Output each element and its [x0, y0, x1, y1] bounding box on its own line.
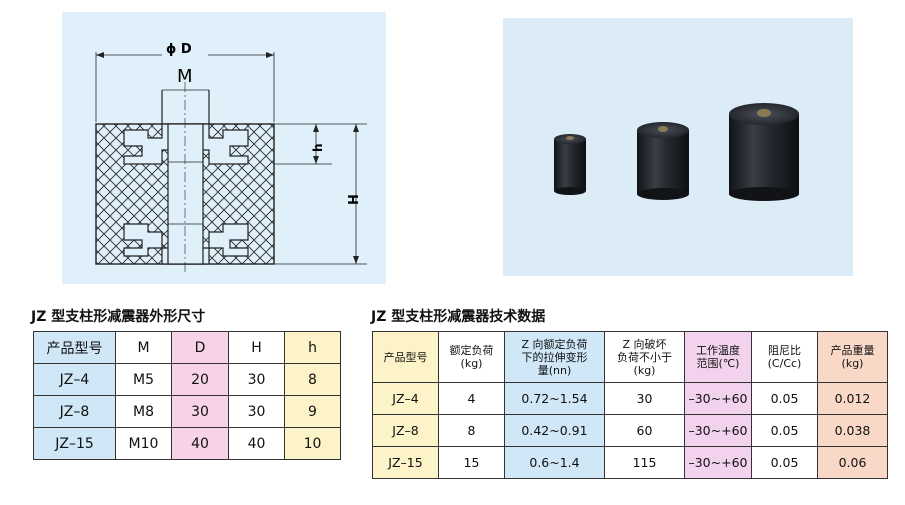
cell-model: JZ–4 — [372, 382, 439, 415]
cell-break-load: 115 — [604, 446, 685, 479]
cell-temperature: –30~+60 — [684, 382, 752, 415]
cell-temperature: –30~+60 — [684, 446, 752, 479]
cell-d: 20 — [171, 363, 229, 396]
cell-rated-load: 15 — [438, 446, 505, 479]
cell-d: 40 — [171, 427, 229, 460]
cell-model: JZ–4 — [33, 363, 116, 396]
m-label: M — [177, 66, 193, 87]
dimensions-header-row: 产品型号 M D H h — [33, 331, 341, 364]
technical-drawing: ϕ D M h H — [62, 12, 386, 284]
col-header-h-small: h — [284, 331, 341, 364]
cell-model: JZ–15 — [372, 446, 439, 479]
h-label: h — [311, 143, 325, 152]
product-photo-svg — [554, 103, 799, 201]
table-row: JZ–4 4 0.72~1.54 30 –30~+60 0.05 0.012 — [372, 382, 888, 415]
H-label: H — [347, 194, 362, 205]
bottom-insert — [123, 223, 249, 265]
col-header-break-load: Z 向破坏负荷不小于(kg) — [604, 331, 685, 383]
cell-h-big: 30 — [228, 363, 285, 396]
col-header-weight: 产品重量(kg) — [817, 331, 888, 383]
cell-m: M10 — [115, 427, 172, 460]
cell-model: JZ–8 — [372, 414, 439, 447]
cell-damping: 0.05 — [751, 414, 818, 447]
cell-weight: 0.012 — [817, 382, 888, 415]
cell-h-small: 10 — [284, 427, 341, 460]
cell-h-small: 9 — [284, 395, 341, 428]
cell-break-load: 60 — [604, 414, 685, 447]
table-row: JZ–15 M10 40 40 10 — [33, 427, 341, 460]
technical-title: JZ 型支柱形减震器技术数据 — [371, 309, 546, 325]
col-header-h-big: H — [228, 331, 285, 364]
col-header-m: M — [115, 331, 172, 364]
cell-weight: 0.06 — [817, 446, 888, 479]
technical-table: 产品型号 额定负荷(kg) Z 向额定负荷下的拉伸变形量(nn) Z 向破坏负荷… — [372, 331, 888, 479]
dimensions-title: JZ 型支柱形减震器外形尺寸 — [31, 309, 206, 325]
col-header-deformation: Z 向额定负荷下的拉伸变形量(nn) — [504, 331, 605, 383]
jz-4-mount-photo — [554, 134, 586, 195]
jz-15-mount-photo — [729, 103, 799, 201]
cell-temperature: –30~+60 — [684, 414, 752, 447]
cell-rated-load: 8 — [438, 414, 505, 447]
cell-m: M8 — [115, 395, 172, 428]
cell-deformation: 0.72~1.54 — [504, 382, 605, 415]
cell-model: JZ–15 — [33, 427, 116, 460]
col-header-d: D — [171, 331, 229, 364]
cell-deformation: 0.6~1.4 — [504, 446, 605, 479]
cell-m: M5 — [115, 363, 172, 396]
col-header-rated-load: 额定负荷(kg) — [438, 331, 505, 383]
table-row: JZ–8 M8 30 30 9 — [33, 395, 341, 428]
cell-h-big: 30 — [228, 395, 285, 428]
cell-weight: 0.038 — [817, 414, 888, 447]
cell-damping: 0.05 — [751, 382, 818, 415]
col-header-model: 产品型号 — [33, 331, 116, 364]
col-header-damping: 阻尼比(C/Cc) — [751, 331, 818, 383]
cell-h-small: 8 — [284, 363, 341, 396]
center-bore — [167, 123, 204, 265]
phi-d-label: ϕ D — [166, 42, 192, 57]
cell-break-load: 30 — [604, 382, 685, 415]
dimensions-table: 产品型号 M D H h JZ–4 M5 20 30 8 JZ–8 M8 30 … — [33, 331, 341, 460]
cell-rated-load: 4 — [438, 382, 505, 415]
jz-8-mount-photo — [637, 122, 689, 200]
dimension-drawing-svg: ϕ D M h H — [95, 41, 367, 274]
table-row: JZ–8 8 0.42~0.91 60 –30~+60 0.05 0.038 — [372, 414, 888, 447]
col-header-temperature: 工作温度范围(℃) — [684, 331, 752, 383]
table-row: JZ–4 M5 20 30 8 — [33, 363, 341, 396]
cell-deformation: 0.42~0.91 — [504, 414, 605, 447]
col-header-model: 产品型号 — [372, 331, 439, 383]
cell-d: 30 — [171, 395, 229, 428]
cell-model: JZ–8 — [33, 395, 116, 428]
cell-damping: 0.05 — [751, 446, 818, 479]
technical-header-row: 产品型号 额定负荷(kg) Z 向额定负荷下的拉伸变形量(nn) Z 向破坏负荷… — [372, 331, 888, 383]
table-row: JZ–15 15 0.6~1.4 115 –30~+60 0.05 0.06 — [372, 446, 888, 479]
product-photo — [503, 18, 853, 276]
cell-h-big: 40 — [228, 427, 285, 460]
